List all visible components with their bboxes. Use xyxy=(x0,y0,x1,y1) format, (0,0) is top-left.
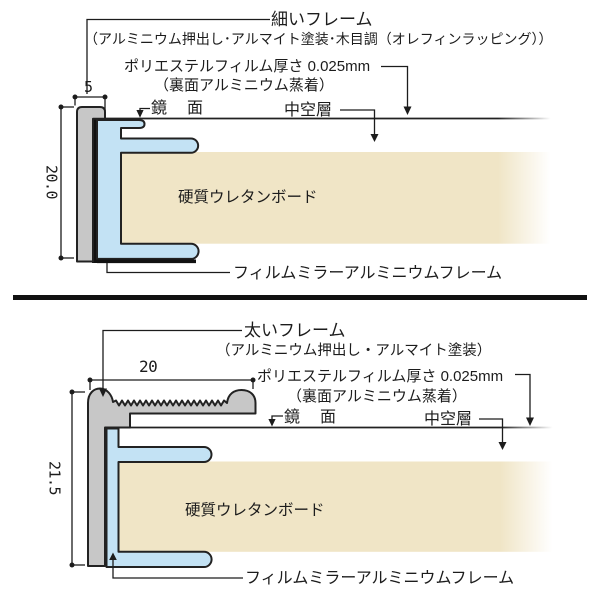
leader-lines xyxy=(102,329,531,579)
hollow-layer-label: 中空層 xyxy=(284,102,333,119)
dim-dot xyxy=(69,389,75,395)
section-fade xyxy=(498,105,573,255)
height-dimension-value: 21.5 xyxy=(45,460,64,496)
mirror-surface-label: 鏡 面 xyxy=(284,409,339,426)
film-sublabel: （裏面アルミニウム蒸着） xyxy=(287,388,467,405)
dim-dot xyxy=(72,94,78,100)
section-fade xyxy=(500,415,575,560)
aluminium-frame-profile xyxy=(76,106,106,263)
dim-dot xyxy=(69,562,75,568)
thick-frame-drawing xyxy=(69,329,575,579)
dimension-width xyxy=(74,96,106,111)
arrowheads xyxy=(99,388,534,560)
dim-dot xyxy=(250,377,256,383)
film-label: ポリエステルフィルム厚さ 0.025mm xyxy=(257,368,504,385)
width-dimension-value: 20 xyxy=(139,357,158,376)
urethane-board-label: 硬質ウレタンボード xyxy=(185,502,325,519)
dimension-width xyxy=(89,379,253,390)
mirror-film-strip xyxy=(92,117,98,263)
dimension-height xyxy=(60,106,74,259)
film-mirror-channel xyxy=(105,427,213,568)
dim-dot xyxy=(87,377,93,383)
film-mirror-frame-label: フィルムミラーアルミニウムフレーム xyxy=(245,570,515,587)
arrowheads xyxy=(136,106,412,142)
thin-frame-subtitle: （アルミニウム押出し･アルマイト塗装･木目調（オレフィンラッピング）） xyxy=(84,31,553,47)
thick-frame-subtitle: （アルミニウム押出し・アルマイト塗装） xyxy=(216,343,492,359)
dim-dot xyxy=(58,255,64,261)
film-mirror-frame-label: フィルムミラーアルミニウムフレーム xyxy=(233,265,503,282)
thick-frame-title: 太いフレーム xyxy=(244,321,346,340)
leader-lines xyxy=(86,18,409,274)
dimension-height xyxy=(71,391,85,566)
urethane-board-label: 硬質ウレタンボード xyxy=(178,189,318,206)
section-divider xyxy=(13,295,587,300)
thin-frame-title: 細いフレーム xyxy=(271,10,373,29)
urethane-board xyxy=(121,152,561,244)
film-label: ポリエステルフィルム厚さ 0.025mm xyxy=(124,58,371,75)
dim-dot xyxy=(102,94,108,100)
film-sublabel: （裏面アルミニウム蒸着） xyxy=(154,77,334,94)
dim-dot xyxy=(58,104,64,110)
hollow-layer-label: 中空層 xyxy=(424,411,473,428)
film-mirror-channel xyxy=(96,119,200,260)
mirror-surface-label: 鏡 面 xyxy=(151,100,206,117)
height-dimension-value: 20.0 xyxy=(42,164,61,200)
thin-frame-drawing xyxy=(58,18,573,274)
width-dimension-value: 5 xyxy=(84,78,93,96)
urethane-board xyxy=(119,461,563,552)
